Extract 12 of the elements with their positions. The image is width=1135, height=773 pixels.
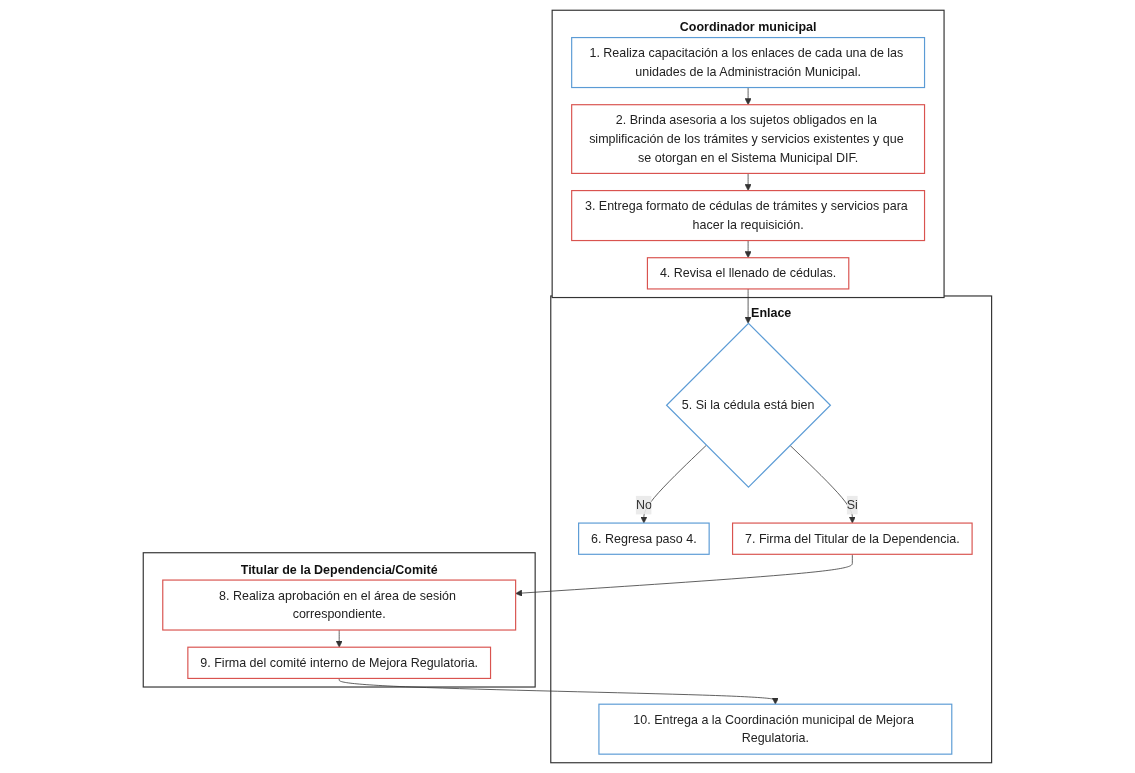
node-box: 9. Firma del comité interno de Mejora Regulatoria. xyxy=(187,646,492,679)
node-box: 8. Realiza aprobación en el área de sesión correspondiente. xyxy=(162,579,517,631)
node-box: 1. Realiza capacitación a los enlaces de cada una de las unidades de la Administración Municipal. xyxy=(571,37,926,89)
node-box: 6. Regresa paso 4. xyxy=(578,522,710,555)
edge-label: Si xyxy=(846,498,858,512)
node-box: 2. Brinda asesoria a los sujetos obligados en la simplificación de los trámites y servicios existentes y que se otorgan en el Sistema Municipal DIF. xyxy=(571,104,926,174)
node-box: 7. Firma del Titular de la Dependencia. xyxy=(732,522,973,555)
edge-label: No xyxy=(635,498,652,512)
node-diamond: 5. Si la cédula está bien xyxy=(665,322,832,488)
node-box: 4. Revisa el llenado de cédulas. xyxy=(646,257,850,290)
node-box: 3. Entrega formato de cédulas de trámites y servicios para hacer la requisición. xyxy=(571,190,926,242)
node-box: 10. Entrega a la Coordinación municipal de Mejora Regulatoria. xyxy=(598,703,953,755)
